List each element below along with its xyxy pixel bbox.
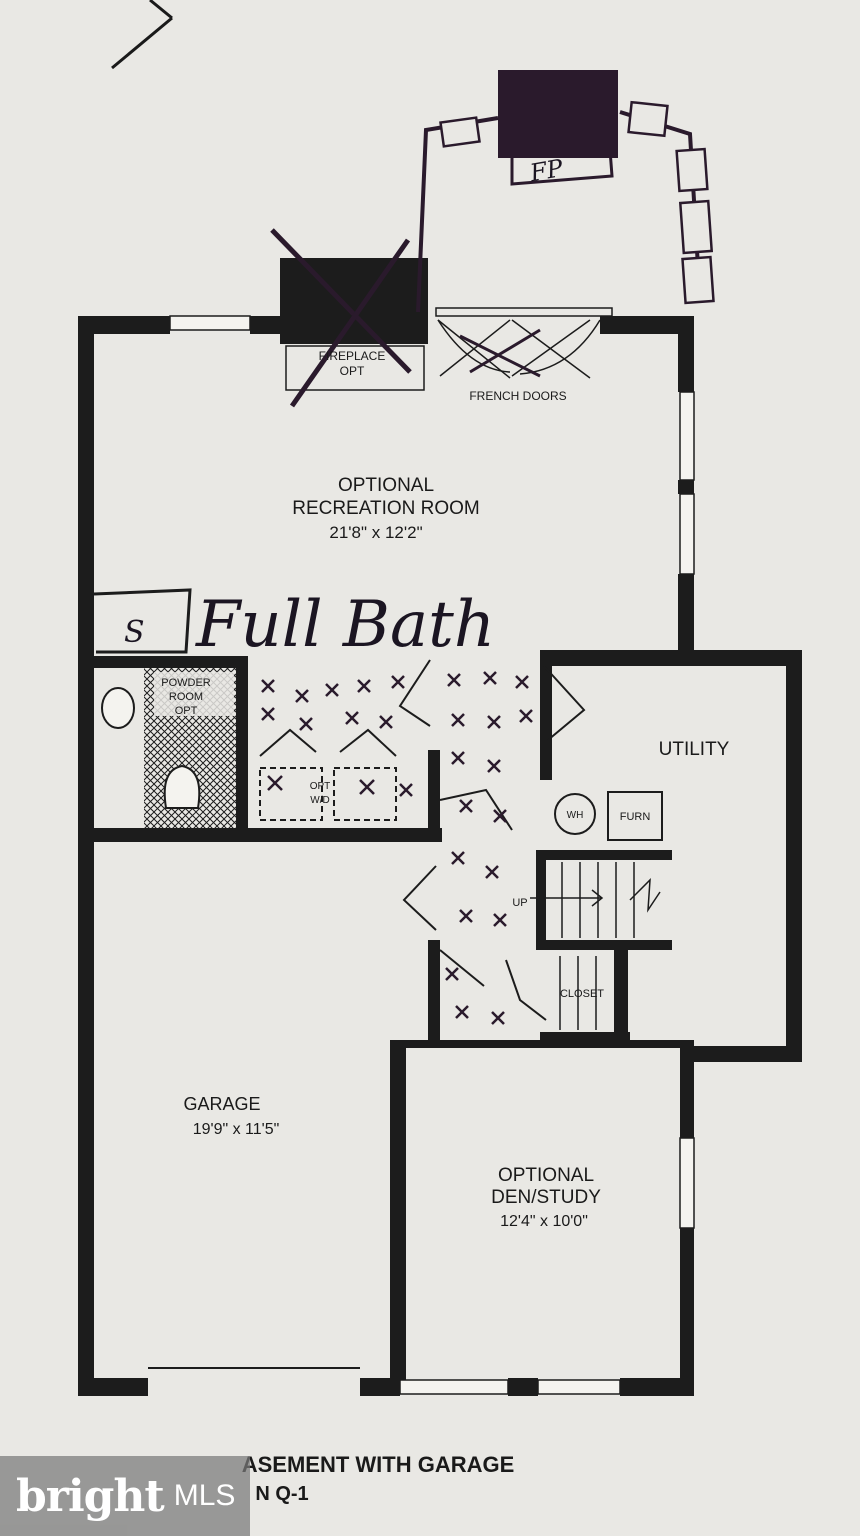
fp-annotation: FP <box>527 154 566 188</box>
fireplace-label-2: OPT <box>340 364 365 378</box>
washer-dryer-outline <box>259 767 397 821</box>
shower-stall <box>93 588 192 654</box>
stairs-label: UP <box>512 897 527 909</box>
watermark-brand: bright <box>16 1470 165 1522</box>
bright-mls-watermark: bright MLS <box>0 1456 250 1536</box>
stairs <box>530 862 661 938</box>
water-heater <box>554 793 596 835</box>
french-doors-label: FRENCH DOORS <box>469 389 566 403</box>
closet-label: CLOSET <box>560 988 604 1000</box>
full-bath-annotation: Full Bath <box>195 588 495 662</box>
closet-shelves <box>559 956 597 1030</box>
interior-walls <box>94 656 694 1380</box>
den-line1: OPTIONAL <box>498 1165 594 1186</box>
plan-caption-1: ASEMENT WITH GARAGE <box>242 1452 515 1477</box>
furnace <box>607 791 663 841</box>
powder-label-bg <box>154 672 234 716</box>
garage-dims: 19'9" x 11'5" <box>193 1121 280 1138</box>
lower-door-swings <box>402 788 547 1021</box>
recreation-room-line2: RECREATION ROOM <box>292 498 480 519</box>
watermark-mls: MLS <box>173 1479 236 1512</box>
den-dims: 12'4" x 10'0" <box>500 1213 588 1230</box>
fireplace-label-1: FIREPLACE <box>319 349 386 363</box>
exterior-walls <box>78 316 802 1396</box>
powder-label-2: ROOM <box>169 691 203 703</box>
powder-label-1: POWDER <box>161 677 211 689</box>
garage-label: GARAGE <box>183 1094 260 1114</box>
laundry-label-2: W/D <box>310 795 329 806</box>
den-line2: DEN/STUDY <box>491 1187 601 1208</box>
water-heater-label: WH <box>567 810 584 821</box>
hall-door-swings <box>398 659 586 741</box>
windows <box>169 315 695 1395</box>
recreation-room-dims: 21'8" x 12'2" <box>329 523 422 542</box>
bumpout-windows <box>439 100 715 305</box>
pen-stroke <box>111 0 173 70</box>
recreation-room-line1: OPTIONAL <box>338 475 434 496</box>
toilet <box>163 764 201 809</box>
fp-sketch <box>498 70 618 186</box>
sink <box>101 687 135 729</box>
laundry-label-1: OPT <box>310 781 331 792</box>
shower-annotation: S <box>124 615 145 650</box>
laundry-doors <box>259 728 397 757</box>
powder-label-3: OPT <box>175 705 198 717</box>
utility-label: UTILITY <box>659 739 730 760</box>
furnace-label: FURN <box>620 811 651 823</box>
floor-x-marks <box>261 671 533 1025</box>
plan-caption-2: N Q-1 <box>255 1483 308 1505</box>
french-doors-markup <box>459 328 541 378</box>
fireplace-opt <box>270 228 428 408</box>
